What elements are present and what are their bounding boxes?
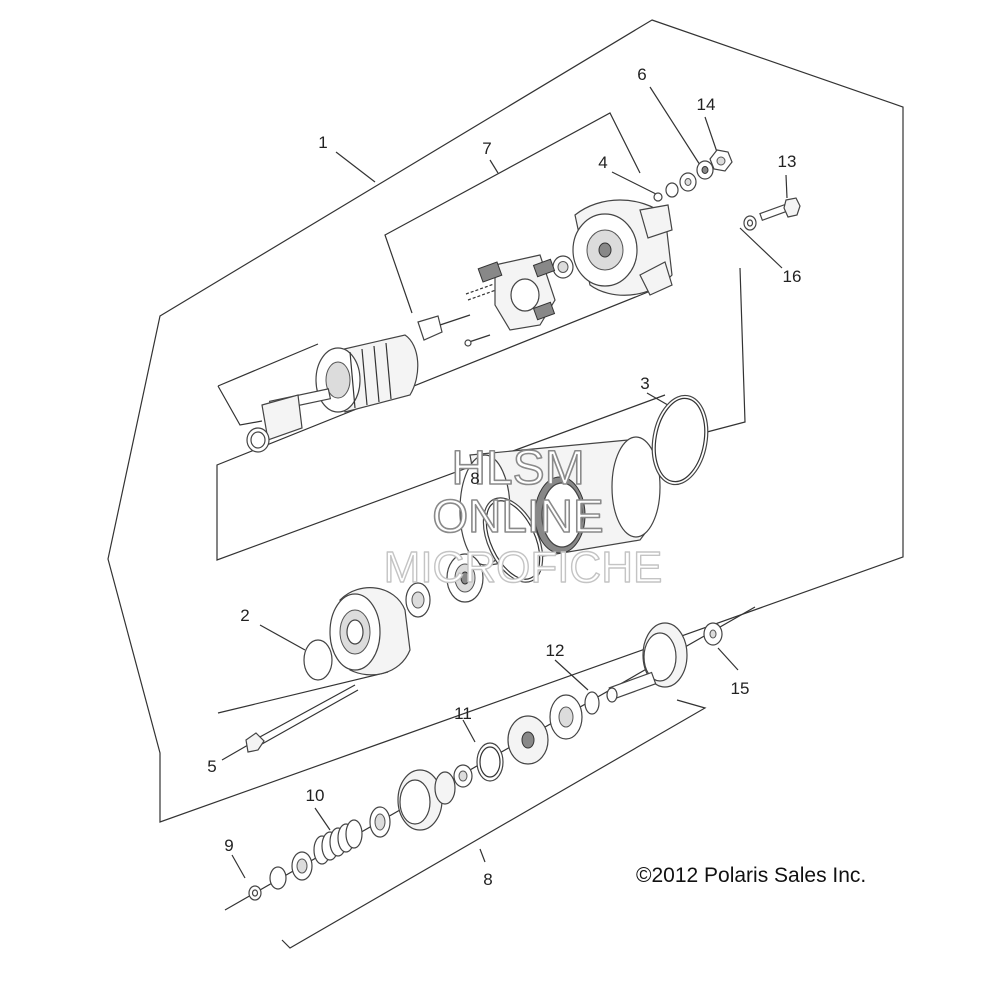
callout-2: 2 bbox=[240, 606, 249, 625]
armature-bracket-top bbox=[217, 343, 319, 387]
gear-washer-part bbox=[703, 622, 723, 646]
leader-16 bbox=[739, 227, 783, 269]
leader-12 bbox=[554, 659, 589, 691]
armature-lower-bracket bbox=[216, 291, 666, 561]
end-housing-part bbox=[572, 199, 673, 296]
leader-5 bbox=[221, 744, 249, 761]
clutch-gear-part bbox=[397, 769, 456, 831]
armature-part bbox=[261, 334, 419, 441]
lower-axis-line bbox=[217, 671, 389, 714]
watermark-line-3: MICROFICHE bbox=[384, 543, 663, 592]
callout-4: 4 bbox=[598, 153, 607, 172]
leader-11 bbox=[462, 719, 476, 743]
callout-15: 15 bbox=[731, 679, 750, 698]
bolt-part bbox=[759, 197, 801, 222]
retaining-ring-part bbox=[476, 742, 504, 782]
through-bolt-part bbox=[245, 684, 359, 753]
callout-11: 11 bbox=[454, 704, 472, 723]
small-screw-part bbox=[653, 192, 663, 202]
callout-3: 3 bbox=[640, 374, 649, 393]
leader-14 bbox=[704, 116, 719, 156]
brush-group-bracket bbox=[384, 112, 641, 314]
gear-housing-part bbox=[329, 587, 411, 676]
magnet-ring-part bbox=[534, 476, 586, 554]
brush-holder-part bbox=[465, 254, 556, 331]
o-ring-part bbox=[651, 394, 709, 486]
leader-9 bbox=[231, 854, 246, 879]
leader-1 bbox=[335, 151, 376, 183]
callout-6: 6 bbox=[637, 65, 646, 84]
copyright-notice: ©2012 Polaris Sales Inc. bbox=[636, 864, 866, 887]
callout-12: 12 bbox=[546, 641, 565, 660]
nut-part bbox=[709, 149, 733, 172]
leader-7 bbox=[489, 159, 499, 174]
callout-14: 14 bbox=[697, 95, 716, 114]
watermark-line-1: HLSM bbox=[451, 442, 584, 495]
callout-5: 5 bbox=[207, 757, 216, 776]
callout-16: 16 bbox=[783, 267, 802, 286]
washer-part bbox=[665, 160, 714, 198]
leader-6 bbox=[649, 86, 701, 166]
spring-part bbox=[313, 819, 363, 865]
e-clip-part bbox=[248, 885, 262, 901]
leader-13 bbox=[785, 174, 788, 199]
small-washer-part bbox=[453, 764, 473, 788]
callout-8-upper: 8 bbox=[470, 469, 479, 488]
o-ring-washer-part bbox=[743, 215, 757, 231]
leader-4 bbox=[611, 171, 659, 196]
pinion-gear-part bbox=[606, 622, 688, 703]
callout-9: 9 bbox=[224, 836, 233, 855]
leader-15 bbox=[717, 647, 739, 671]
assembly-boundary-outline bbox=[107, 19, 904, 823]
callout-13: 13 bbox=[778, 152, 797, 171]
armature-snap-ring-part bbox=[246, 427, 270, 453]
end-washer-part bbox=[269, 866, 287, 890]
callout-1: 1 bbox=[318, 133, 327, 152]
armature-left-bracket bbox=[217, 385, 263, 426]
spring-seat-part bbox=[291, 851, 313, 881]
dust-cap-part bbox=[303, 639, 333, 681]
callout-8-lower: 8 bbox=[483, 870, 492, 889]
watermark-line-2: ONLINE bbox=[432, 490, 603, 542]
mid-washers-part bbox=[507, 694, 583, 765]
leader-8 bbox=[479, 848, 486, 863]
gear-group-bracket bbox=[281, 699, 707, 949]
clip-ring-part bbox=[584, 691, 600, 715]
leader-2 bbox=[259, 624, 306, 651]
callout-10: 10 bbox=[306, 786, 325, 805]
large-o-ring-part bbox=[482, 497, 544, 583]
bushing-part bbox=[552, 255, 574, 279]
brush-screws-part bbox=[417, 314, 491, 347]
housing-bearing-part bbox=[405, 553, 484, 618]
armature-group-bracket bbox=[706, 267, 746, 433]
collar-part bbox=[369, 806, 391, 838]
leader-10 bbox=[314, 807, 331, 831]
callout-7: 7 bbox=[482, 139, 491, 158]
